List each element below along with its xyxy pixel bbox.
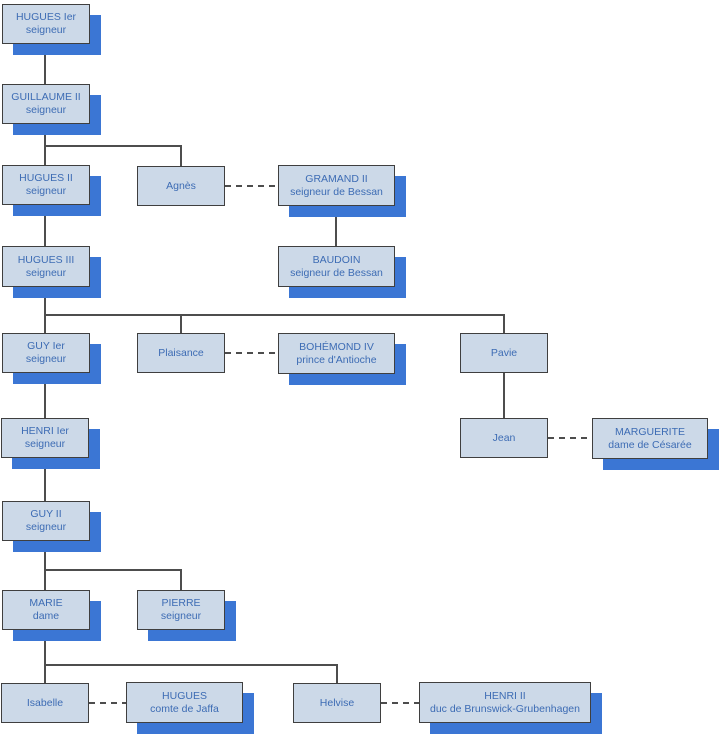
- person-name: BAUDOIN: [312, 253, 361, 266]
- person-title: seigneur: [25, 521, 67, 533]
- person-node-agnes[interactable]: Agnès: [137, 166, 225, 206]
- descent-line-horizontal: [45, 145, 182, 147]
- person-name: Isabelle: [26, 696, 64, 709]
- person-title: seigneur de Bessan: [290, 266, 383, 279]
- person-node-jean[interactable]: Jean: [460, 418, 548, 458]
- person-name: HUGUES Ier: [15, 11, 77, 23]
- marriage-dashed-line: [225, 185, 278, 187]
- person-name: HENRI Ier: [21, 425, 69, 437]
- person-title: comte de Jaffa: [150, 702, 219, 715]
- person-name: BOHÉMOND IV: [299, 340, 374, 353]
- person-name: GUY II: [30, 508, 62, 520]
- person-node-isabelle[interactable]: Isabelle: [1, 683, 89, 723]
- person-title: seigneur: [160, 610, 202, 622]
- person-name: Helvise: [319, 696, 355, 709]
- person-name: HENRI II: [484, 689, 526, 702]
- person-name: PIERRE: [161, 597, 201, 609]
- descent-line-vertical: [44, 630, 46, 683]
- person-name: HUGUES III: [17, 253, 75, 266]
- descent-line-vertical: [44, 541, 46, 590]
- descent-line-vertical: [180, 146, 182, 166]
- person-title: dame de Césarée: [608, 438, 692, 451]
- person-title: prince d'Antioche: [296, 353, 377, 366]
- person-name: HUGUES II: [19, 172, 73, 184]
- descent-line-vertical: [335, 206, 337, 246]
- person-title: seigneur: [25, 104, 67, 116]
- marriage-dashed-line: [89, 702, 126, 704]
- person-title: duc de Brunswick-Grubenhagen: [429, 702, 580, 715]
- descent-line-horizontal: [45, 664, 338, 666]
- person-name: MARGUERITE: [614, 425, 685, 438]
- descent-line-vertical: [44, 44, 46, 84]
- person-title: seigneur: [25, 353, 67, 365]
- descent-line-vertical: [180, 315, 182, 333]
- marriage-dashed-line: [381, 702, 419, 704]
- person-node-pavie[interactable]: Pavie: [460, 333, 548, 373]
- descent-line-vertical: [503, 315, 505, 333]
- person-title: seigneur: [25, 266, 67, 279]
- person-name: GUILLAUME II: [11, 91, 81, 103]
- person-name: GUY Ier: [27, 340, 65, 352]
- person-title: seigneur: [25, 185, 67, 197]
- descent-line-vertical: [503, 373, 505, 418]
- descent-line-vertical: [44, 373, 46, 418]
- person-name: HUGUES: [162, 689, 207, 702]
- person-title: dame: [32, 610, 60, 622]
- person-node-plaisance[interactable]: Plaisance: [137, 333, 225, 373]
- person-name: MARIE: [29, 597, 63, 609]
- person-title: seigneur de Bessan: [290, 185, 383, 198]
- descent-line-vertical: [336, 665, 338, 683]
- person-name: GRAMAND II: [305, 172, 368, 185]
- marriage-dashed-line: [548, 437, 592, 439]
- descent-line-vertical: [180, 570, 182, 590]
- descent-line-vertical: [44, 287, 46, 333]
- descent-line-vertical: [44, 124, 46, 165]
- descent-line-vertical: [44, 205, 46, 246]
- person-title: seigneur: [25, 24, 67, 36]
- person-node-helvise[interactable]: Helvise: [293, 683, 381, 723]
- descent-line-horizontal: [45, 314, 505, 316]
- person-name: Pavie: [490, 346, 518, 359]
- person-title: seigneur: [24, 438, 66, 450]
- marriage-dashed-line: [225, 352, 278, 354]
- descent-line-horizontal: [45, 569, 182, 571]
- descent-line-vertical: [44, 458, 46, 501]
- person-name: Agnès: [166, 179, 196, 192]
- person-name: Jean: [492, 431, 516, 444]
- person-name: Plaisance: [158, 346, 204, 359]
